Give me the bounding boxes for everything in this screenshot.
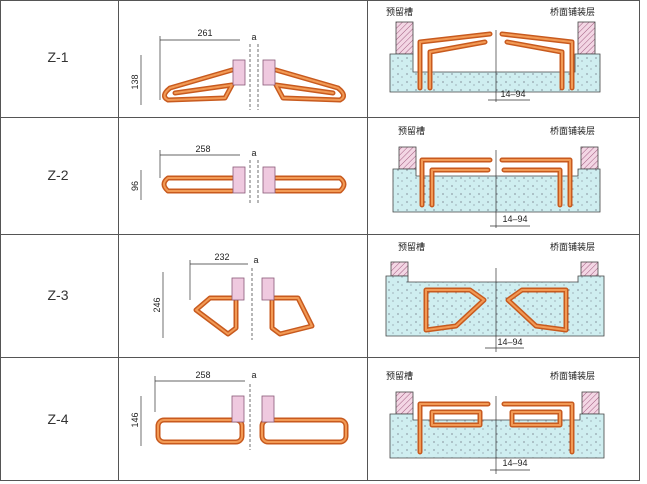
label-deck-pavement-z4: 桥面铺装层	[550, 370, 595, 382]
section-z4: 预留槽 桥面铺装层 14–94	[386, 370, 605, 474]
dim-height-z1: 138	[130, 74, 140, 89]
row-label-z4: Z-4	[48, 411, 69, 427]
dim-a-z4: a	[251, 370, 256, 380]
label-deck-pavement-z1: 桥面铺装层	[550, 6, 595, 18]
dim-height-z2: 96	[130, 181, 140, 191]
profile-z3: 232 246 a	[152, 252, 315, 340]
profile-z2: 258 96 a	[130, 144, 347, 205]
row-label-z3: Z-3	[48, 287, 69, 303]
profile-z1: 261 138 a	[130, 28, 346, 110]
dim-width-z3: 232	[214, 252, 229, 262]
gap-label-z1: 14–94	[500, 89, 525, 99]
section-z1: 预留槽 桥面铺装层 14–94	[386, 6, 601, 102]
label-reserved-groove-z4: 预留槽	[386, 370, 413, 382]
profile-z4: 258 146 a	[130, 370, 349, 450]
gap-label-z3: 14–94	[497, 337, 522, 347]
gap-label-z4: 14–94	[502, 458, 527, 468]
dim-width-z1: 261	[197, 28, 212, 38]
section-z3: 预留槽 桥面铺装层 14–94	[385, 241, 605, 352]
dim-height-z3: 246	[152, 297, 162, 312]
dim-width-z4: 258	[195, 370, 210, 380]
label-reserved-groove-z2: 预留槽	[398, 125, 425, 137]
row-label-z1: Z-1	[48, 49, 69, 65]
dim-a-z1: a	[251, 32, 256, 42]
gap-label-z2: 14–94	[502, 214, 527, 224]
dim-height-z4: 146	[130, 412, 140, 427]
label-deck-pavement-z2: 桥面铺装层	[550, 125, 595, 137]
dim-width-z2: 258	[195, 144, 210, 154]
label-reserved-groove-z3: 预留槽	[398, 241, 425, 253]
dim-a-z3: a	[253, 255, 258, 265]
row-label-z2: Z-2	[48, 167, 69, 183]
dim-a-z2: a	[251, 148, 256, 158]
label-reserved-groove-z1: 预留槽	[386, 6, 413, 18]
section-z2: 预留槽 桥面铺装层 14–94	[392, 125, 601, 228]
label-deck-pavement-z3: 桥面铺装层	[550, 241, 595, 253]
